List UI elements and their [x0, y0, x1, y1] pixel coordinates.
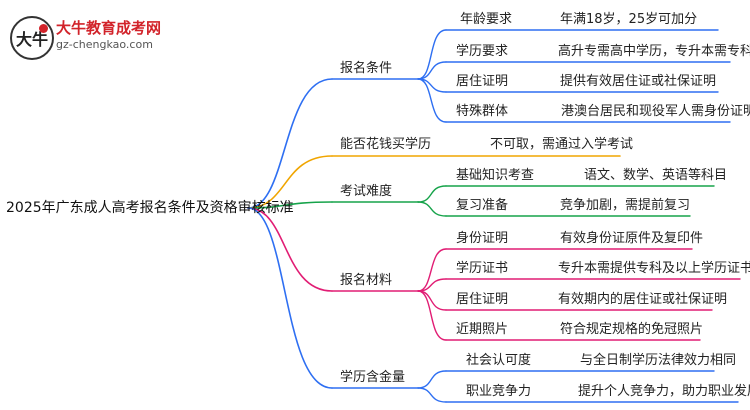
branch-label-application-materials: 报名材料 — [340, 273, 393, 288]
branch-label-buy-degree: 能否花钱买学历 — [340, 137, 432, 152]
leaf-value: 语文、数学、英语等科目 — [584, 168, 728, 183]
leaf-connector — [417, 290, 447, 311]
logo-dot-icon — [39, 24, 48, 33]
leaf-key: 复习准备 — [456, 198, 509, 213]
leaf-value: 有效身份证原件及复印件 — [560, 231, 704, 246]
logo-mark: 大牛 — [10, 16, 54, 60]
leaf-value: 专升本需提供专科及以上学历证书 — [558, 261, 750, 276]
leaf-connector — [417, 248, 447, 292]
branch-connector — [247, 207, 333, 389]
leaf-value: 高升专需高中学历，专升本需专科 — [558, 44, 750, 59]
leaf-key: 身份证明 — [456, 231, 509, 246]
leaf-key: 学历证书 — [456, 261, 509, 276]
logo-title: 大牛教育成考网 — [56, 19, 162, 37]
leaf-key: 居住证明 — [456, 292, 509, 307]
leaf-value: 港澳台居民和现役军人需身份证明 — [561, 104, 750, 119]
leaf-connector — [417, 290, 447, 341]
leaf-key: 基础知识考查 — [456, 168, 535, 183]
leaf-value: 不可取，需通过入学考试 — [490, 137, 634, 152]
leaf-connector — [417, 185, 447, 203]
leaf-value: 符合规定规格的免冠照片 — [560, 322, 704, 337]
leaf-value: 年满18岁，25岁可加分 — [560, 12, 698, 27]
branch-label-degree-value: 学历含金量 — [340, 370, 406, 385]
branch-connector — [247, 207, 333, 292]
leaf-key: 社会认可度 — [466, 353, 532, 368]
site-logo[interactable]: 大牛 大牛教育成考网 gz-chengkao.com — [6, 12, 166, 60]
leaf-key: 居住证明 — [456, 74, 509, 89]
leaf-key: 职业竞争力 — [466, 384, 532, 399]
leaf-connector — [417, 61, 447, 80]
leaf-connector — [417, 78, 447, 123]
branch-label-exam-difficulty: 考试难度 — [340, 184, 393, 199]
leaf-value: 有效期内的居住证或社保证明 — [558, 292, 728, 307]
leaf-value: 竞争加剧，需提前复习 — [560, 198, 691, 213]
leaf-value: 提供有效居住证或社保证明 — [560, 74, 717, 89]
leaf-connector — [417, 201, 447, 217]
leaf-key: 年龄要求 — [460, 12, 513, 27]
leaf-key: 近期照片 — [456, 322, 509, 337]
leaf-connector — [417, 370, 447, 389]
branch-label-registration-conditions: 报名条件 — [340, 61, 393, 76]
leaf-key: 学历要求 — [456, 44, 509, 59]
root-node: 2025年广东成人高考报名条件及资格审核标准 — [6, 200, 294, 216]
branch-connector — [247, 155, 333, 209]
leaf-key: 特殊群体 — [456, 104, 509, 119]
leaf-value: 与全日制学历法律效力相同 — [580, 353, 737, 368]
branch-connector — [247, 201, 333, 209]
branch-connector — [247, 78, 333, 209]
logo-url: gz-chengkao.com — [56, 38, 153, 51]
logo-mark-text: 大牛 — [15, 30, 48, 49]
leaf-connector — [417, 387, 447, 403]
leaf-connector — [417, 29, 447, 80]
leaf-value: 提升个人竞争力，助力职业发展 — [578, 384, 750, 399]
